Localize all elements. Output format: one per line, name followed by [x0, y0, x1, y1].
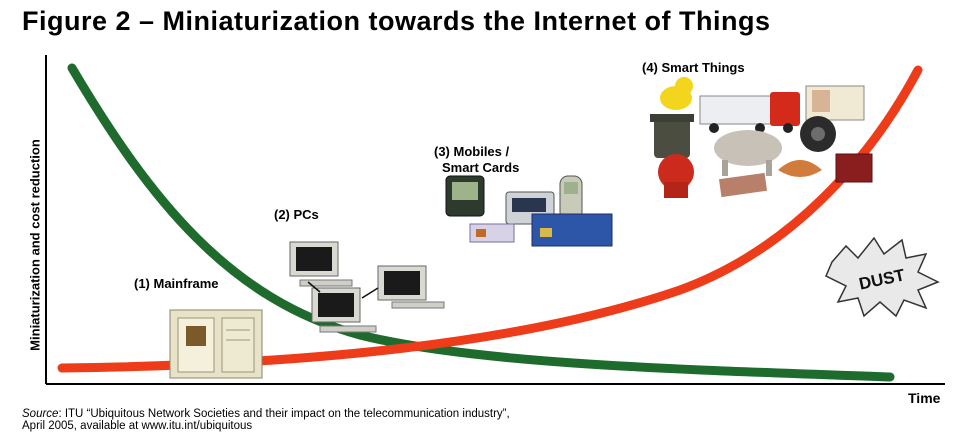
stage-smart-things-label: (4) Smart Things [642, 60, 745, 75]
stage-mobiles-label: (3) Mobiles / Smart Cards [434, 144, 519, 176]
smart-things-image [650, 77, 873, 198]
figure-title: Figure 2 – Miniaturization towards the I… [22, 6, 771, 36]
stage-pcs-label: (2) PCs [274, 207, 319, 222]
mobiles-smartcards-image [445, 175, 613, 247]
stage-mobiles-label-line2: Smart Cards [442, 160, 520, 175]
source-line1: : ITU “Ubiquitous Network Societies and … [58, 408, 510, 420]
mainframe-image [169, 309, 263, 379]
stage-mobiles-label-line1: (3) Mobiles / [434, 144, 510, 159]
source-key: Source [22, 408, 59, 420]
stage-mainframe-label: (1) Mainframe [134, 276, 219, 291]
x-axis-label: Time [908, 390, 941, 406]
cost-reduction-curve [67, 63, 895, 382]
source-line2: April 2005, available at www.itu.int/ubi… [22, 420, 253, 432]
source-citation: Source: ITU “Ubiquitous Network Societie… [22, 408, 510, 432]
pcs-image [289, 241, 445, 333]
dust-image: DUST [825, 236, 940, 318]
